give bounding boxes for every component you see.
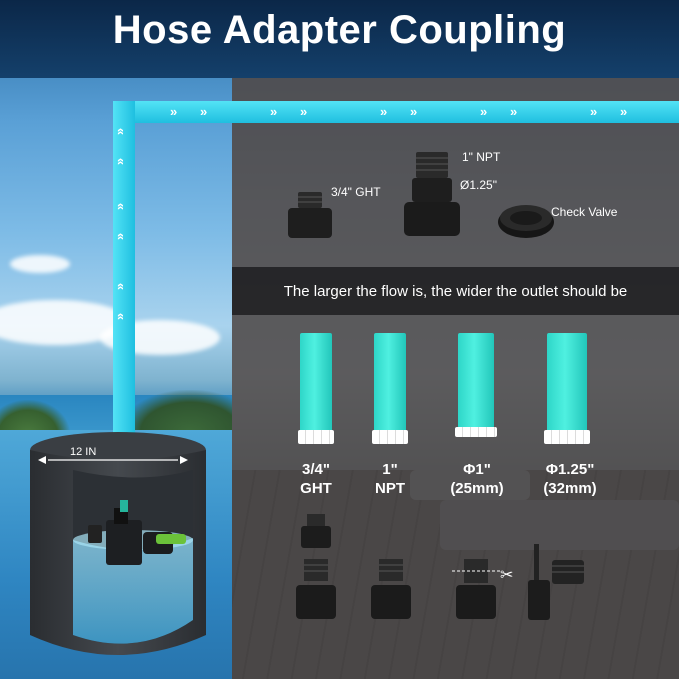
cloud (10, 255, 70, 273)
chevron-right-icon: » (380, 104, 388, 119)
chevron-right-icon: » (300, 104, 308, 119)
ght-fitting-small (301, 514, 331, 548)
chevron-right-icon: » (270, 104, 278, 119)
chevron-up-icon: » (112, 127, 128, 136)
hose-pipe-vertical (113, 101, 135, 541)
ght-fitting-large (296, 559, 336, 619)
column-label-ght: 3/4"GHT (300, 461, 332, 497)
page-title: Hose Adapter Coupling (112, 8, 567, 52)
chevron-up-icon: » (112, 312, 128, 321)
column-label-32mm: Φ1.25"(32mm) (543, 461, 597, 497)
chevron-right-icon: » (620, 104, 628, 119)
hose-tube-32mm (547, 333, 587, 433)
chevron-right-icon: » (410, 104, 418, 119)
banner-bar (232, 267, 679, 315)
check-valve-label: Check Valve (551, 205, 618, 219)
cut-fitting (452, 559, 500, 619)
hose-tube-25mm (458, 333, 494, 428)
pump-outlet-image (528, 544, 584, 620)
hose-pipe-horizontal (113, 101, 679, 123)
chevron-up-icon: » (112, 202, 128, 211)
scissors-icon: ✂ (500, 567, 514, 584)
chevron-right-icon: » (510, 104, 518, 119)
ght-label: 3/4" GHT (331, 185, 381, 199)
sump-basin (30, 432, 206, 655)
hose-cuff (298, 430, 334, 444)
hose-cuff (372, 430, 408, 444)
ght-adapter-image (288, 192, 332, 238)
hose-tube-ght (300, 333, 332, 433)
check-valve-image (498, 205, 554, 238)
column-label-25mm: Φ1"(25mm) (450, 461, 504, 497)
chevron-up-icon: » (112, 157, 128, 166)
npt-label: 1" NPT (462, 150, 501, 164)
npt-adapter-image (404, 152, 460, 236)
hose-tube-npt (374, 333, 406, 433)
chevron-up-icon: » (112, 232, 128, 241)
chevron-right-icon: » (590, 104, 598, 119)
hose-cuff (544, 430, 590, 444)
flow-note: The larger the flow is, the wider the ou… (283, 283, 628, 300)
npt-fitting (371, 559, 411, 619)
title-bar (0, 0, 679, 78)
hose-clamp (455, 427, 497, 437)
column-label-npt: 1"NPT (375, 461, 405, 497)
basin-size-label: 12 IN (70, 446, 97, 458)
diameter-label: Ø1.25" (460, 178, 497, 192)
chevron-right-icon: » (200, 104, 208, 119)
chevron-up-icon: » (112, 282, 128, 291)
chevron-right-icon: » (170, 104, 178, 119)
chevron-right-icon: » (480, 104, 488, 119)
